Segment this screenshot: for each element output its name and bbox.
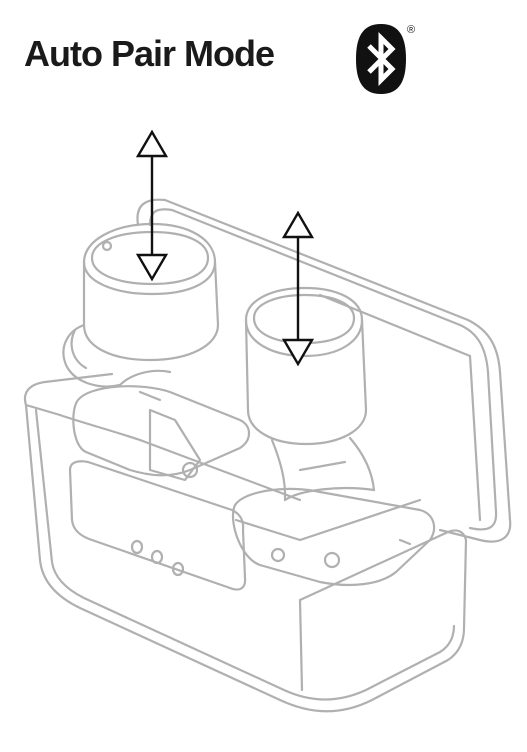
case-lid — [136, 198, 512, 543]
left-cavity — [72, 385, 251, 482]
right-earbud — [244, 286, 376, 502]
page-title: Auto Pair Mode — [24, 33, 275, 74]
left-double-headed-arrow-icon — [135, 129, 169, 282]
left-earbud — [62, 222, 220, 388]
earbuds-charging-case-illustration — [23, 129, 512, 713]
case-body — [23, 372, 468, 713]
right-double-headed-arrow-icon — [281, 210, 315, 367]
registered-mark: ® — [407, 24, 416, 36]
right-cavity — [231, 487, 436, 587]
led-indicators — [130, 539, 185, 577]
bluetooth-icon — [356, 24, 406, 94]
